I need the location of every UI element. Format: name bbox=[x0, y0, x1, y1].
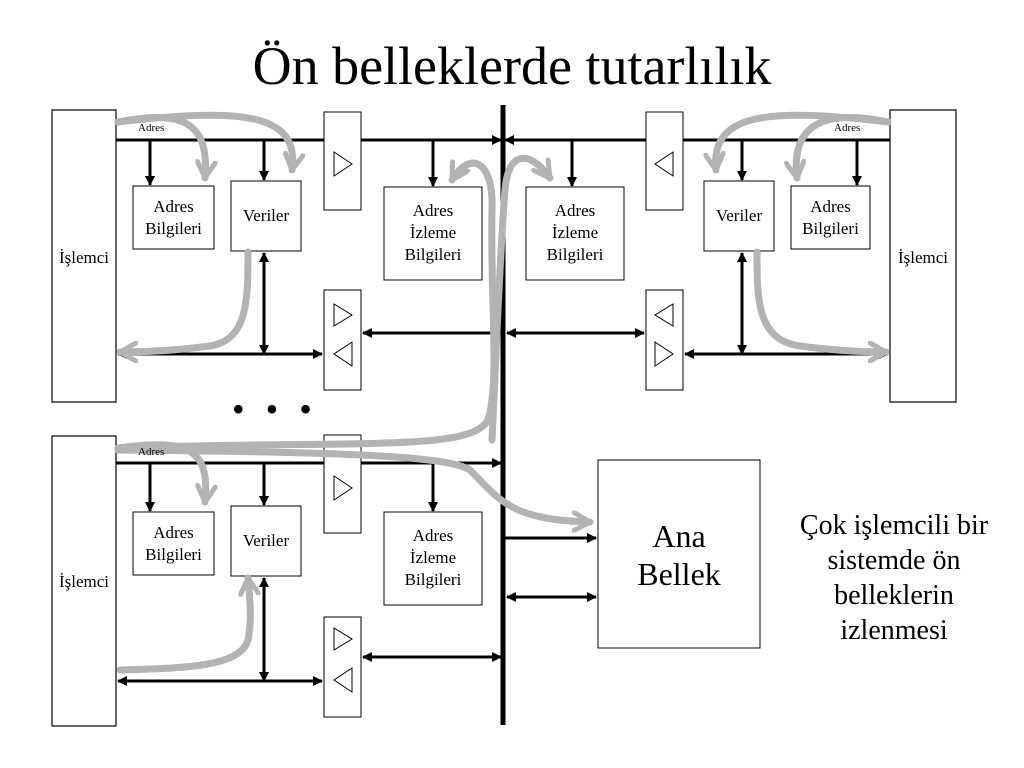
address-buffer bbox=[645, 111, 684, 211]
flow-arrow bbox=[488, 155, 554, 444]
address-buffer bbox=[323, 434, 362, 534]
buffer-right-triangle bbox=[333, 303, 353, 327]
data-box bbox=[230, 505, 302, 577]
buffer-right-triangle bbox=[333, 475, 353, 501]
data-label: Veriler bbox=[242, 206, 290, 225]
data-label: Veriler bbox=[715, 206, 763, 225]
data-box bbox=[230, 180, 302, 252]
processor-label: İşlemci bbox=[58, 248, 110, 267]
flow-arrow bbox=[114, 111, 293, 174]
address-bus-label: Adres bbox=[834, 122, 861, 134]
snoop-info-box bbox=[525, 186, 625, 281]
caption: Çok işlemcili bir sistemde ön bellekleri… bbox=[799, 510, 989, 646]
buffer-left-triangle bbox=[333, 341, 353, 367]
flow-arrow bbox=[716, 111, 892, 174]
data-buffer bbox=[323, 616, 362, 718]
data-box bbox=[703, 180, 775, 252]
buffer-left-triangle bbox=[654, 151, 674, 177]
buffer-left-triangle bbox=[654, 303, 674, 327]
processor-label: İşlemci bbox=[58, 572, 110, 591]
processor-box-top-right bbox=[889, 109, 957, 403]
address-info-box bbox=[132, 185, 215, 250]
processor-box-top-left bbox=[51, 109, 117, 403]
flow-arrow bbox=[114, 446, 594, 522]
processor-label: İşlemci bbox=[897, 248, 949, 267]
address-bus-label: Adres bbox=[138, 122, 165, 134]
data-buffer bbox=[323, 289, 362, 391]
main-memory-box bbox=[597, 459, 761, 649]
address-buffer bbox=[323, 111, 362, 211]
buffer-right-triangle bbox=[654, 341, 674, 367]
snoop-info-box bbox=[383, 186, 483, 281]
address-bus-label: Adres bbox=[138, 446, 165, 458]
data-buffer bbox=[645, 289, 684, 391]
buffer-left-triangle bbox=[333, 667, 353, 693]
buffer-right-triangle bbox=[333, 151, 353, 177]
flow-arrow bbox=[116, 248, 252, 352]
snoop-info-box bbox=[383, 511, 483, 606]
data-label: Veriler bbox=[242, 531, 290, 550]
flow-arrow bbox=[753, 248, 890, 352]
flow-arrow bbox=[116, 574, 250, 674]
processor-box-bottom-left bbox=[51, 435, 117, 727]
address-info-box bbox=[790, 185, 871, 250]
address-info-box bbox=[132, 511, 215, 576]
buffer-right-triangle bbox=[333, 627, 353, 651]
page-title: Ön belleklerde tutarlılık bbox=[252, 36, 772, 96]
ellipsis: • • • bbox=[232, 389, 318, 429]
